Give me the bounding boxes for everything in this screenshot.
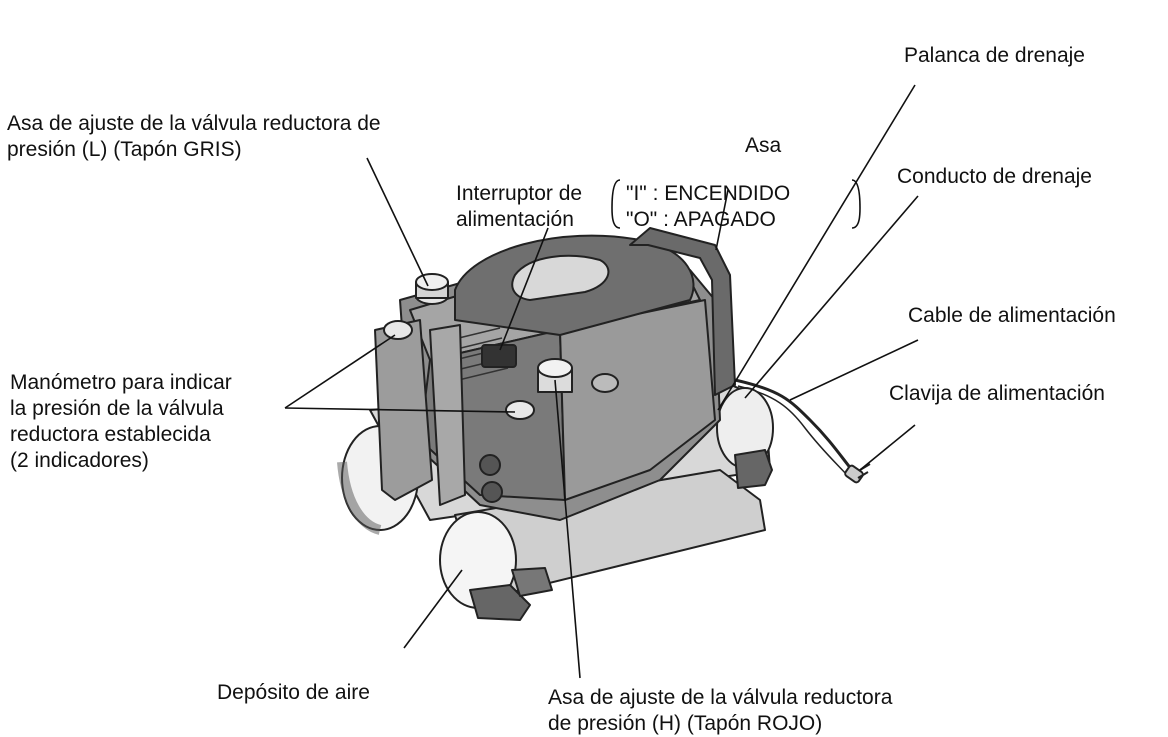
gauge-1-drawing bbox=[384, 321, 412, 339]
drain-lever-label: Palanca de drenaje bbox=[904, 43, 1085, 69]
power-switch-states: "I" : ENCENDIDO "O" : APAGADO bbox=[626, 181, 790, 233]
foot-back-right bbox=[735, 450, 772, 488]
air-tank-label: Depósito de aire bbox=[217, 680, 370, 706]
power-on-state: "I" : ENCENDIDO bbox=[626, 181, 790, 207]
pressure-handle-l-label: Asa de ajuste de la válvula reductora de… bbox=[7, 111, 381, 163]
gauge-2-drawing bbox=[506, 401, 534, 419]
drain-duct-label: Conducto de drenaje bbox=[897, 164, 1092, 190]
pressure-handle-h-label: Asa de ajuste de la válvula reductora de… bbox=[548, 685, 892, 737]
power-switch-drawing bbox=[482, 345, 516, 367]
power-cable-label: Cable de alimentación bbox=[908, 303, 1116, 329]
carry-handle-label: Asa bbox=[745, 133, 781, 159]
foot-front-right bbox=[512, 568, 552, 596]
power-off-state: "O" : APAGADO bbox=[626, 207, 790, 233]
pressure-gauge-label: Manómetro para indicar la presión de la … bbox=[10, 370, 232, 474]
power-plug-label: Clavija de alimentación bbox=[889, 381, 1105, 407]
power-switch-label: Interruptor de alimentación bbox=[456, 181, 582, 233]
knob-l-drawing bbox=[416, 274, 448, 304]
